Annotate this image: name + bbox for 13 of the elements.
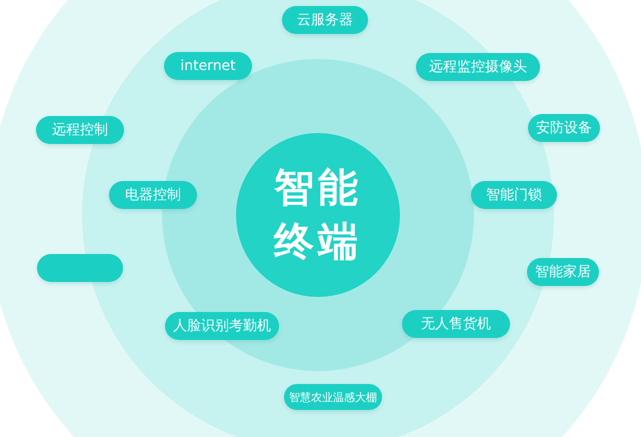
label-pill: 安防设备: [528, 114, 600, 142]
label-pill: 智能门锁: [471, 181, 557, 209]
label-pill: 智慧农业温感大棚: [284, 384, 382, 410]
label-pill: 远程控制: [36, 116, 124, 144]
label-pill: [37, 254, 123, 282]
label-pill: 电器控制: [109, 181, 197, 209]
label-pill: internet: [164, 52, 252, 80]
label-pill: 远程监控摄像头: [416, 53, 540, 81]
label-pill: 智能家居: [527, 258, 599, 286]
center-title: 智能终端: [272, 164, 363, 267]
label-pill: 云服务器: [282, 6, 368, 34]
label-pill: 无人售货机: [402, 310, 510, 338]
label-pill: 人脸识别考勤机: [165, 312, 279, 340]
